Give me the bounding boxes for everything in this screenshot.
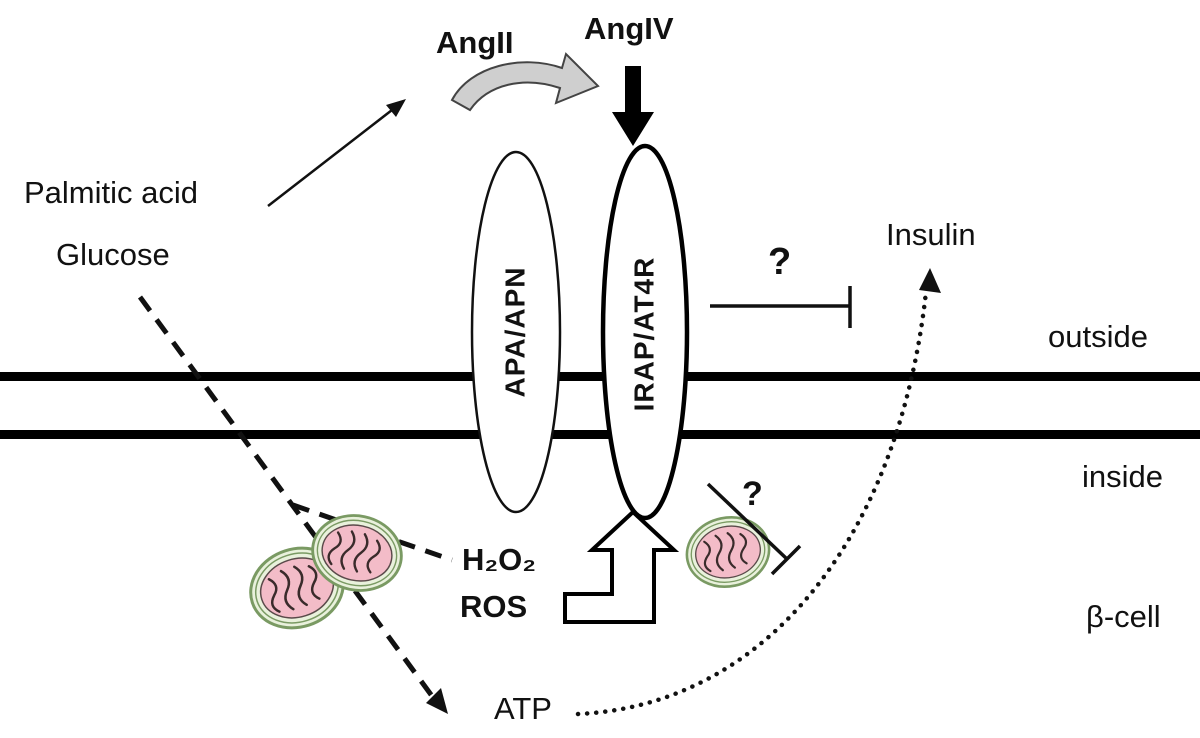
glucose-dashed-arrow xyxy=(137,295,435,698)
irap-at4r-label: IRAP/AT4R xyxy=(628,256,660,412)
atp-label: ATP xyxy=(494,691,552,726)
angII-label: AngII xyxy=(436,25,514,60)
ros-label: ROS xyxy=(460,589,528,624)
bottom-inhibition-line xyxy=(706,482,790,562)
question-mark-bottom: ? xyxy=(742,475,763,513)
question-mark-top: ? xyxy=(768,241,792,283)
outside-label: outside xyxy=(1048,319,1148,354)
palmitic-to-angII-arrow xyxy=(267,109,393,207)
h2o2-label: H₂O₂ xyxy=(462,542,537,577)
angII-conversion-arrow xyxy=(450,52,600,112)
membrane-outer-leaflet xyxy=(0,372,1200,381)
palmitic-acid-label: Palmitic acid xyxy=(24,175,198,210)
apa-apn-label: APA/APN xyxy=(499,266,531,398)
palmitic-to-angII-arrowhead xyxy=(386,99,406,117)
glucose-dashed-arrowhead xyxy=(426,688,448,714)
inside-label: inside xyxy=(1082,459,1163,494)
membrane-inner-leaflet xyxy=(0,430,1200,439)
glucose-label: Glucose xyxy=(56,237,170,272)
insulin-label: Insulin xyxy=(886,217,976,252)
bottom-inhibition-bar xyxy=(770,544,802,576)
mitochondrion xyxy=(679,508,777,596)
angIV-binding-arrow xyxy=(612,66,654,146)
insulin-dotted-arrowhead xyxy=(919,268,941,293)
beta-cell-label: β-cell xyxy=(1086,599,1161,634)
apa-apn-ellipse xyxy=(470,150,562,514)
irap-at4r-ellipse xyxy=(600,143,690,521)
ros-elbow-arrow xyxy=(563,509,680,624)
angIV-label: AngIV xyxy=(584,11,674,46)
